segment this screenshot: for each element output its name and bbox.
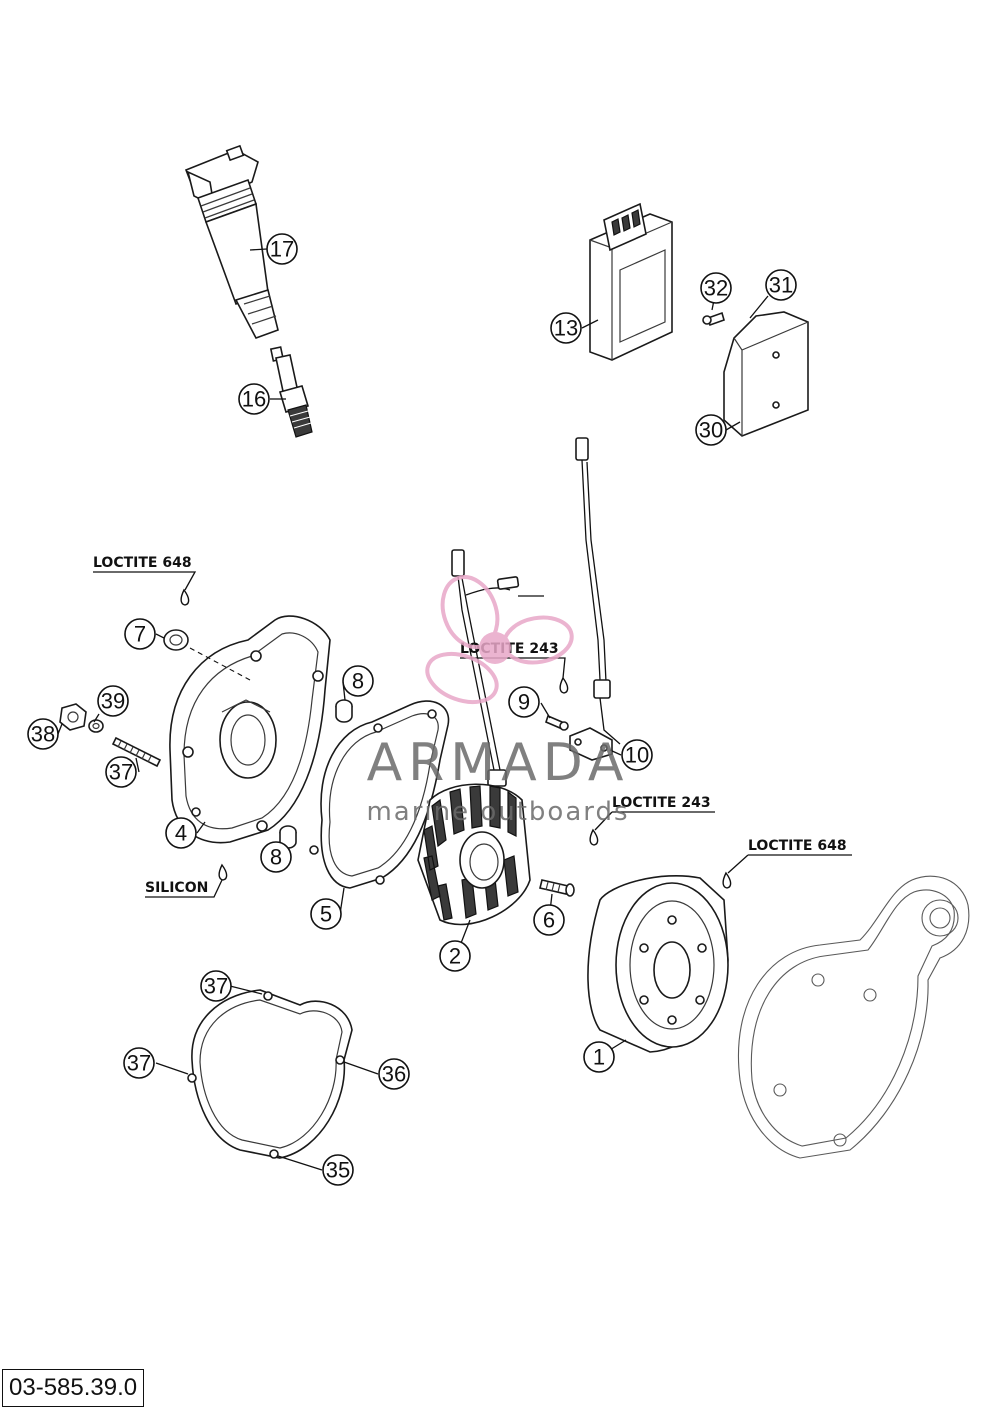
callout-37-gasket-left: 37: [123, 1047, 155, 1079]
svg-text:SILICON: SILICON: [145, 880, 208, 896]
callout-9: 9: [508, 686, 540, 718]
svg-text:8: 8: [352, 669, 364, 694]
svg-text:1: 1: [593, 1045, 605, 1070]
callout-32: 32: [700, 272, 732, 304]
cdi-unit: [589, 202, 673, 361]
svg-text:36: 36: [382, 1062, 406, 1087]
engine-case-outline: [738, 875, 970, 1159]
svg-text:39: 39: [101, 689, 125, 714]
washer: [88, 719, 104, 733]
svg-text:13: 13: [554, 316, 578, 341]
svg-text:LOCTITE 648: LOCTITE 648: [748, 838, 847, 854]
svg-text:6: 6: [543, 908, 555, 933]
svg-text:2: 2: [449, 944, 461, 969]
svg-text:7: 7: [134, 622, 146, 647]
svg-text:35: 35: [326, 1158, 350, 1183]
wiring-harness: [451, 437, 621, 787]
callout-36: 36: [378, 1058, 410, 1090]
svg-text:9: 9: [518, 690, 530, 715]
watermark-tagline: marine outboards: [366, 797, 629, 827]
callout-37-gasket-top: 37: [200, 970, 232, 1002]
callout-35: 35: [322, 1154, 354, 1186]
svg-text:37: 37: [204, 974, 228, 999]
callout-13: 13: [550, 312, 582, 344]
svg-text:LOCTITE 648: LOCTITE 648: [93, 555, 192, 571]
svg-text:10: 10: [625, 743, 649, 768]
stator: [417, 783, 531, 926]
dowel-pin-upper: [335, 699, 353, 723]
cdi-bracket: [723, 311, 809, 437]
svg-text:4: 4: [175, 821, 187, 846]
ignition-cover: [169, 615, 331, 844]
reference-number: 03-585.39.0: [2, 1369, 145, 1407]
svg-text:37: 37: [109, 760, 133, 785]
svg-text:31: 31: [769, 273, 793, 298]
svg-text:5: 5: [320, 902, 332, 927]
callout-10: 10: [621, 739, 653, 771]
svg-text:LOCTITE 243: LOCTITE 243: [612, 795, 711, 811]
small-screw-9: [545, 714, 569, 731]
propeller-logo-icon: [425, 575, 574, 705]
callout-6: 6: [533, 904, 565, 936]
svg-text:32: 32: [704, 276, 728, 301]
seal-ring: [163, 629, 251, 681]
svg-text:8: 8: [270, 845, 282, 870]
hex-nut: [59, 703, 87, 731]
silicon-note: SILICON: [145, 863, 228, 898]
callout-17: 17: [266, 233, 298, 265]
stud-bolt: [111, 736, 162, 768]
spark-plug: [269, 346, 313, 438]
callout-7: 7: [124, 618, 156, 650]
svg-text:30: 30: [699, 418, 723, 443]
pickup-sensor: [569, 727, 613, 761]
loctite-648-right-note: LOCTITE 648: [722, 838, 852, 889]
flywheel-rotor: [587, 874, 729, 1053]
bracket-screw: [702, 311, 725, 327]
callout-16: 16: [238, 383, 270, 415]
svg-text:38: 38: [31, 722, 55, 747]
loctite-648-left-note: LOCTITE 648: [93, 555, 197, 606]
ignition-coil: [184, 144, 279, 339]
callout-39: 39: [97, 685, 129, 717]
callout-8-lower: 8: [260, 841, 292, 873]
callout-31: 31: [765, 269, 797, 301]
callout-5: 5: [310, 898, 342, 930]
callout-1: 1: [583, 1041, 615, 1073]
svg-text:16: 16: [242, 387, 266, 412]
callout-4: 4: [165, 817, 197, 849]
svg-text:17: 17: [270, 237, 294, 262]
callout-38: 38: [27, 718, 59, 750]
watermark-brand: ARMADA: [367, 733, 630, 793]
lower-gasket: [187, 989, 353, 1159]
callout-2: 2: [439, 940, 471, 972]
cover-gasket: [309, 700, 450, 889]
loctite-243-mid-note: LOCTITE 243: [589, 795, 715, 846]
svg-text:37: 37: [127, 1051, 151, 1076]
stator-screw: [539, 879, 575, 897]
callout-8-upper: 8: [342, 665, 374, 697]
callout-37-upper: 37: [105, 756, 137, 788]
callout-30: 30: [695, 414, 727, 446]
armada-watermark: ARMADA marine outboards: [366, 575, 630, 827]
